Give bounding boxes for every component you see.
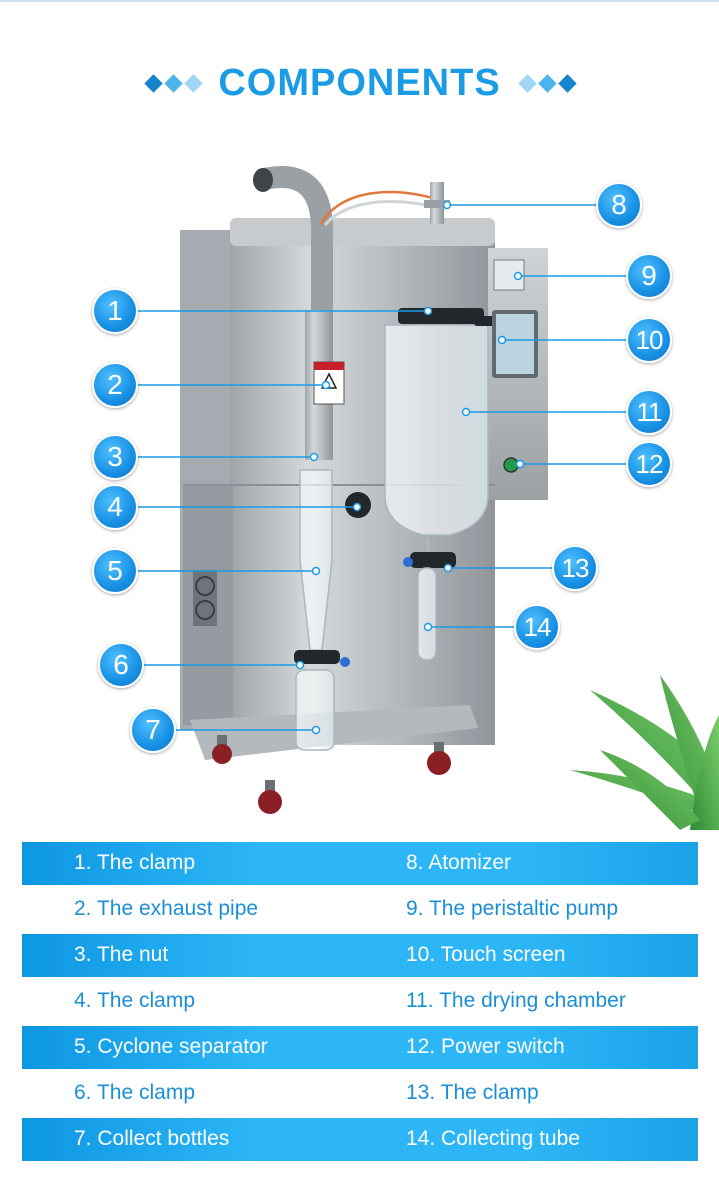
legend-item: 9. The peristaltic pump	[406, 897, 619, 920]
legend-row: 4. The clamp 11. The drying chamber	[22, 980, 698, 1023]
machine-illustration: 1 2 3 4 5 6 7 8 9 10 11 12 13 14	[0, 130, 719, 830]
legend-item: 4. The clamp	[74, 989, 196, 1012]
callout-2: 2	[92, 362, 138, 408]
legend-item: 2. The exhaust pipe	[74, 897, 259, 920]
fan-grill	[193, 570, 217, 626]
wheel-icon	[427, 742, 451, 775]
callout-9: 9	[626, 253, 672, 299]
legend-row: 5. Cyclone separator 12. Power switch	[22, 1026, 698, 1069]
callout-6: 6	[98, 642, 144, 688]
aloe-plant-decoration	[570, 675, 719, 830]
clamp-ring	[410, 552, 456, 568]
wheel-icon	[258, 780, 282, 814]
callout-11: 11	[626, 389, 672, 435]
legend-item: 8. Atomizer	[406, 851, 512, 874]
legend-item: 7. Collect bottles	[74, 1127, 230, 1150]
legend-item: 3. The nut	[74, 943, 169, 966]
collect-bottle	[295, 669, 335, 751]
callout-3: 3	[92, 434, 138, 480]
callout-leader-lines	[134, 204, 628, 731]
legend-row: 3. The nut 10. Touch screen	[22, 934, 698, 977]
callout-5: 5	[92, 548, 138, 594]
callout-1: 1	[92, 288, 138, 334]
legend-item: 11. The drying chamber	[406, 989, 626, 1012]
legend-item: 14. Collecting tube	[406, 1127, 580, 1150]
legend-item: 10. Touch screen	[406, 943, 566, 966]
callout-4: 4	[92, 484, 138, 530]
collecting-tube	[417, 567, 437, 661]
clamp-ring	[294, 650, 340, 664]
legend-item: 6. The clamp	[74, 1081, 196, 1104]
callout-13: 13	[552, 545, 598, 591]
wheel-icon	[212, 735, 232, 764]
legend-item: 1. The clamp	[74, 851, 196, 874]
legend-item: 13. The clamp	[406, 1081, 539, 1104]
legend-item: 5. Cyclone separator	[74, 1035, 268, 1058]
machine-top-cap	[230, 218, 495, 246]
top-divider	[0, 0, 719, 2]
callout-14: 14	[514, 604, 560, 650]
legend-row: 2. The exhaust pipe 9. The peristaltic p…	[22, 888, 698, 931]
callout-7: 7	[130, 707, 176, 753]
callout-10: 10	[626, 317, 672, 363]
legend-row: 1. The clamp 8. Atomizer	[22, 842, 698, 885]
header: COMPONENTS	[0, 58, 719, 108]
legend-item: 12. Power switch	[406, 1035, 565, 1058]
legend-row: 6. The clamp 13. The clamp	[22, 1072, 698, 1115]
legend-row: 7. Collect bottles 14. Collecting tube	[22, 1118, 698, 1161]
callout-8: 8	[596, 182, 642, 228]
drying-chamber	[384, 324, 489, 536]
components-legend: 1. The clamp 8. Atomizer 2. The exhaust …	[22, 842, 698, 1164]
page-title: COMPONENTS	[218, 62, 501, 104]
clamp-ring	[398, 308, 484, 324]
callout-12: 12	[626, 441, 672, 487]
